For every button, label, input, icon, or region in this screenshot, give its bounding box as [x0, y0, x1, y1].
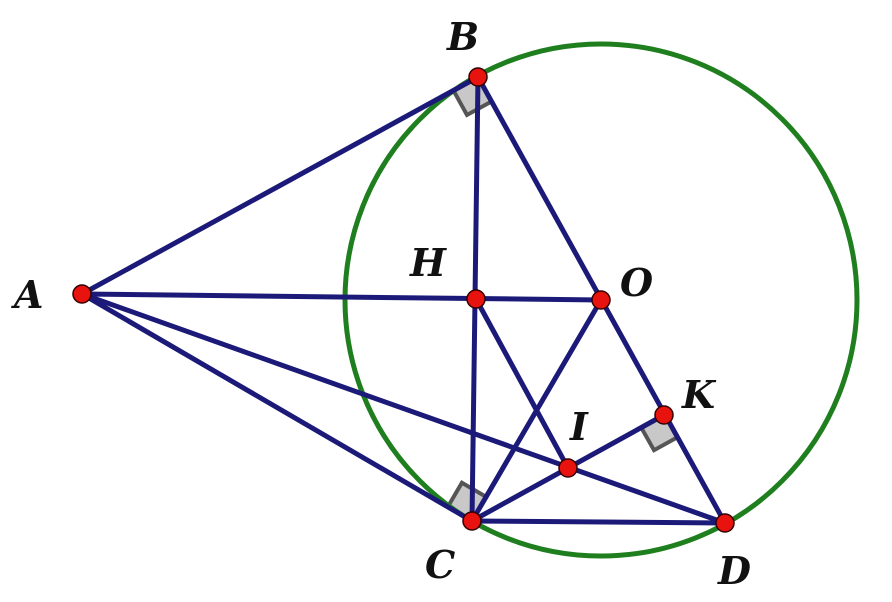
point-I [558, 458, 578, 478]
point-O [591, 290, 611, 310]
label-I: I [569, 404, 589, 449]
segment-CD [469, 518, 728, 526]
point-C [462, 511, 482, 531]
right-angle-edge-C [446, 479, 488, 508]
label-A: A [11, 272, 43, 317]
label-K: K [681, 372, 717, 417]
right-angle-edge-B [451, 89, 493, 118]
segment-HI [473, 296, 571, 471]
segment-AO [79, 291, 604, 303]
segment-AD [79, 291, 728, 526]
point-D [715, 513, 735, 533]
point-B [468, 67, 488, 87]
label-B: B [446, 14, 479, 59]
point-A [72, 284, 92, 304]
label-C: C [425, 542, 455, 587]
label-H: H [409, 240, 447, 285]
point-H [466, 289, 486, 309]
point-K [654, 405, 674, 425]
label-O: O [620, 260, 653, 305]
segment-AB [79, 74, 481, 297]
segment-AC [79, 291, 475, 524]
right-angle-edge-K [639, 426, 678, 453]
label-D: D [717, 548, 751, 593]
circle-O [342, 41, 860, 559]
